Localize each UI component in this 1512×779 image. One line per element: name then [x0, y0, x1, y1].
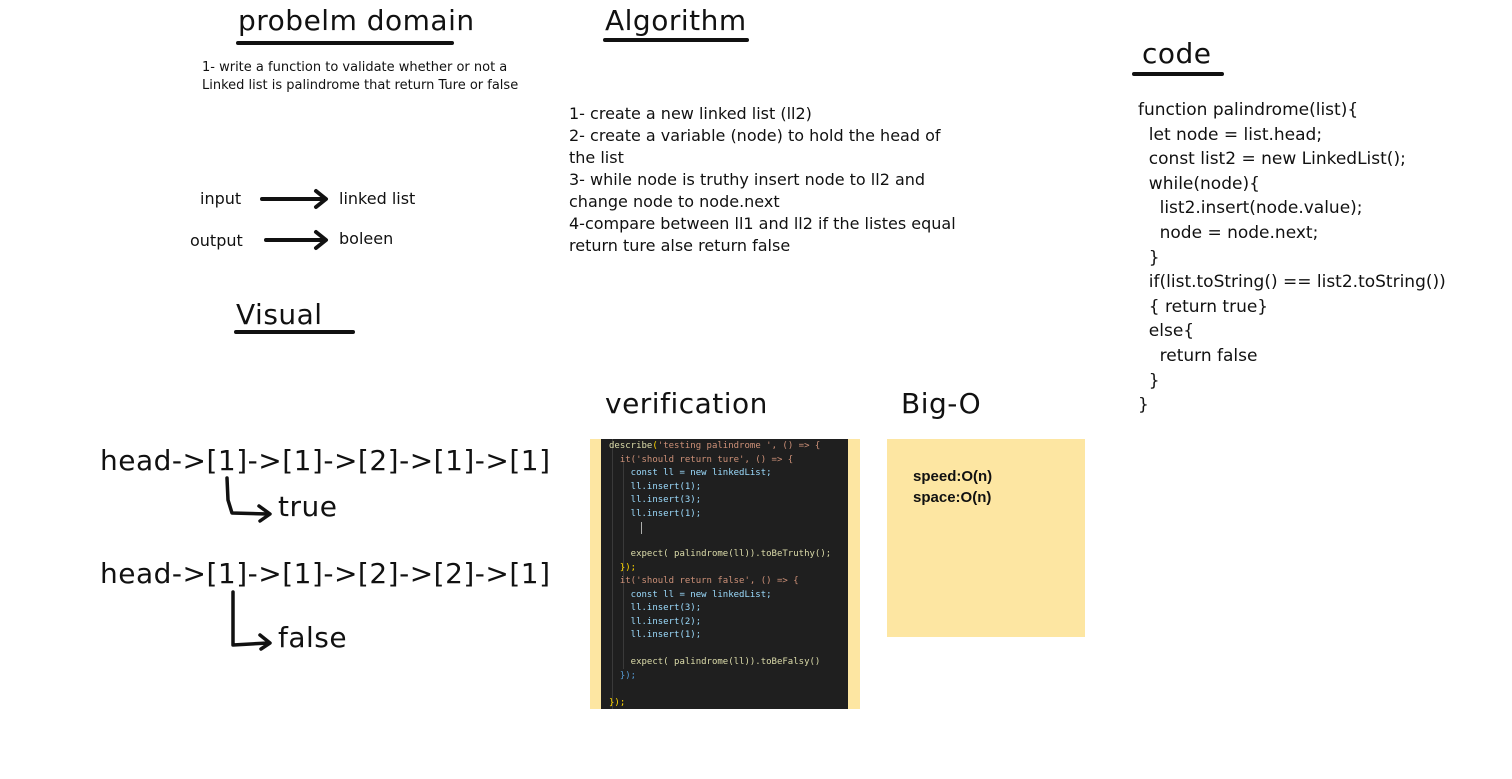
problem-domain-heading: probelm domain [238, 4, 475, 37]
code-line: } [1138, 247, 1160, 268]
algorithm-step: 1- create a new linked list (ll2) [569, 104, 812, 123]
problem-description: 1- write a function to validate whether … [202, 60, 519, 93]
test-code-line: }); [609, 562, 637, 573]
test-code-line: const ll = new linkedList; [609, 589, 772, 600]
code-line: let node = list.head; [1138, 124, 1323, 145]
test-code-line: ll.insert(1); [609, 508, 702, 519]
test-code-line: it('should return false', () => { [609, 576, 799, 586]
big-o-heading: Big-O [901, 387, 982, 420]
code-line: while(node){ [1138, 173, 1260, 194]
result-2-arrow-icon [231, 590, 272, 651]
algorithm-step: 4-compare between ll1 and ll2 if the lis… [569, 214, 956, 233]
test-code-line: expect( palindrome(ll)).toBeFalsy() [609, 657, 821, 667]
algorithm-step: the list [569, 148, 624, 167]
output-value: boleen [339, 229, 394, 248]
code-line: const list2 = new LinkedList(); [1138, 149, 1406, 170]
test-code-line: }); [609, 697, 626, 708]
algorithm-step: return ture alse return false [569, 236, 791, 255]
algorithm-step: change node to node.next [569, 192, 780, 211]
test-code-screenshot: describe('testing palindrome ', () => { … [601, 439, 848, 709]
verification-heading: verification [605, 387, 768, 420]
code-line: else{ [1138, 321, 1195, 342]
result-1-arrow-icon [225, 476, 272, 523]
code-line: } [1138, 395, 1149, 416]
big-o-speed: speed:O(n) [913, 468, 993, 485]
code-underline [1132, 72, 1224, 76]
test-code-line: ll.insert(3); [609, 603, 702, 613]
test-code-line: }); [609, 670, 637, 681]
input-label: input [200, 189, 242, 208]
code-block: function palindrome(list){ let node = li… [1138, 98, 1446, 418]
algorithm-heading: Algorithm [605, 4, 747, 37]
code-line: function palindrome(list){ [1138, 100, 1359, 120]
visual-result-2: false [278, 621, 348, 654]
code-line: node = node.next; [1138, 222, 1319, 243]
visual-result-1: true [278, 490, 338, 523]
algorithm-underline [603, 38, 749, 42]
test-code-line: ll.insert(1); [609, 630, 702, 640]
output-label: output [190, 231, 243, 250]
code-line: return false [1138, 345, 1258, 366]
problem-domain-underline [236, 41, 454, 45]
verification-note: describe('testing palindrome ', () => { … [590, 439, 860, 709]
test-code-line: const ll = new linkedList; [609, 468, 772, 478]
test-code-line: ll.insert(1); [609, 481, 702, 492]
code-line: list2.insert(node.value); [1138, 198, 1363, 219]
code-line: if(list.toString() == list2.toString()) [1138, 272, 1446, 293]
code-heading: code [1142, 37, 1212, 70]
big-o-note: speed:O(n) space:O(n) [887, 439, 1085, 637]
big-o-space: space:O(n) [913, 489, 992, 506]
algorithm-steps: 1- create a new linked list (ll2) 2- cre… [569, 103, 956, 257]
visual-example-1: head->[1]->[1]->[2]->[1]->[1] [100, 444, 551, 477]
output-arrow-icon [264, 230, 328, 250]
input-arrow-icon [260, 189, 328, 209]
code-line: } [1138, 370, 1160, 391]
visual-underline [234, 330, 355, 334]
test-code-line: it('should return ture', () => { [609, 454, 794, 465]
test-code-line: ll.insert(3); [609, 495, 702, 505]
test-code-line: expect( palindrome(ll)).toBeTruthy(); [609, 549, 832, 559]
test-code-line: ll.insert(2); [609, 616, 702, 627]
algorithm-step: 3- while node is truthy insert node to l… [569, 170, 926, 189]
code-line: { return true} [1138, 296, 1269, 317]
algorithm-step: 2- create a variable (node) to hold the … [569, 126, 941, 145]
visual-example-2: head->[1]->[1]->[2]->[2]->[1] [100, 557, 551, 590]
test-code-line: describe('testing palindrome ', () => { [609, 441, 821, 451]
visual-heading: Visual [236, 298, 323, 331]
input-value: linked list [339, 189, 416, 208]
